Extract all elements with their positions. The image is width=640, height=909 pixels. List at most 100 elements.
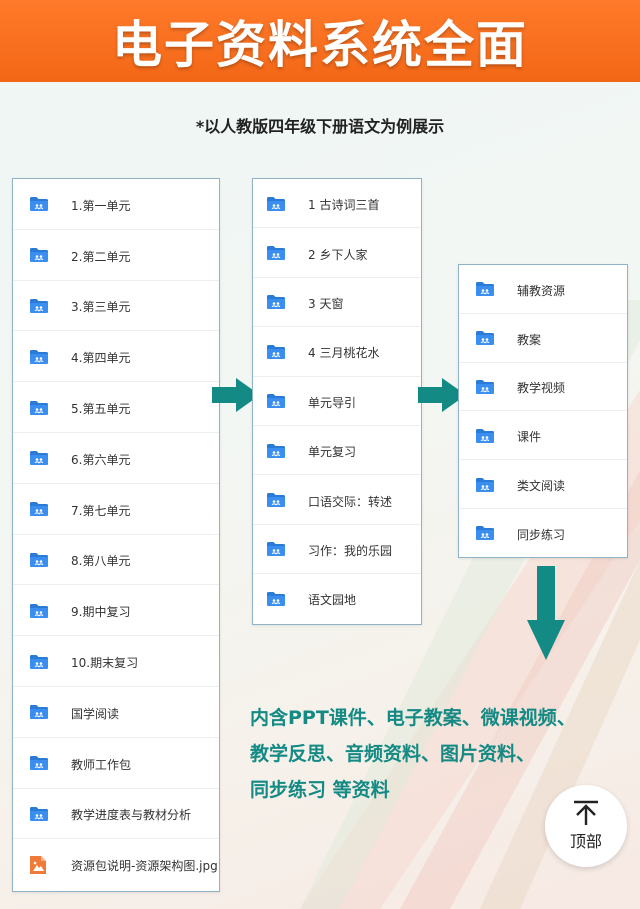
folder-icon <box>475 428 495 444</box>
folder-item-label: 习作：我的乐园 <box>308 543 393 558</box>
folder-icon <box>266 196 286 212</box>
folder-list-item[interactable]: 国学阅读 <box>13 687 219 738</box>
folder-list-item[interactable]: 1.第一单元 <box>13 179 219 230</box>
folder-list-item[interactable]: 2.第二单元 <box>13 230 219 281</box>
folder-list-item[interactable]: 1 古诗词三首 <box>253 179 421 229</box>
folder-icon <box>266 393 286 409</box>
folder-icon <box>29 247 49 263</box>
folder-icon <box>29 349 49 365</box>
folder-item-label: 3 天窗 <box>308 296 344 311</box>
folder-item-label: 同步练习 <box>517 527 566 542</box>
folder-item-label: 4.第四单元 <box>71 351 131 366</box>
folder-item-label: 1 古诗词三首 <box>308 198 380 213</box>
folder-icon <box>266 245 286 261</box>
folder-icon <box>29 400 49 416</box>
folder-item-label: 资源包说明-资源架构图.jpg <box>71 859 218 874</box>
folder-list-item[interactable]: 课件 <box>459 411 627 461</box>
folder-icon <box>266 344 286 360</box>
folder-icon <box>475 525 495 541</box>
folder-list-item[interactable]: 6.第六单元 <box>13 433 219 484</box>
folder-icon <box>29 704 49 720</box>
folder-list-item[interactable]: 习作：我的乐园 <box>253 525 421 575</box>
folder-icon <box>29 603 49 619</box>
folder-item-label: 1.第一单元 <box>71 198 131 213</box>
folder-icon <box>475 330 495 346</box>
folder-item-label: 口语交际：转述 <box>308 494 393 509</box>
folder-item-label: 7.第七单元 <box>71 503 131 518</box>
folder-icon <box>29 501 49 517</box>
arrow-up-icon <box>574 800 598 825</box>
unit-folder-panel: 1.第一单元 2.第二单元 3.第三单元 4.第四单元 5.第五单元 6.第六单元 7.第七… <box>12 178 220 892</box>
folder-list-item[interactable]: 同步练习 <box>459 509 627 558</box>
image-file-icon <box>29 855 49 874</box>
folder-icon <box>475 379 495 395</box>
folder-item-label: 2.第二单元 <box>71 249 131 264</box>
folder-list-item[interactable]: 单元复习 <box>253 426 421 476</box>
summary-line-3: 同步练习 等资料 <box>250 779 390 801</box>
folder-icon <box>29 450 49 466</box>
folder-item-label: 5.第五单元 <box>71 402 131 417</box>
folder-item-label: 教学视频 <box>517 381 566 396</box>
folder-icon <box>29 654 49 670</box>
lesson-folder-panel: 1 古诗词三首 2 乡下人家 3 天窗 4 三月桃花水单元导引单元复习口语交际：转述习… <box>252 178 422 625</box>
folder-icon <box>266 443 286 459</box>
folder-list-item[interactable]: 3.第三单元 <box>13 281 219 332</box>
folder-icon <box>29 552 49 568</box>
folder-list-item[interactable]: 3 天窗 <box>253 278 421 328</box>
folder-icon <box>29 806 49 822</box>
right-arrow-icon <box>212 378 260 412</box>
folder-icon <box>475 477 495 493</box>
folder-item-label: 类文阅读 <box>517 479 566 494</box>
folder-list-item[interactable]: 口语交际：转述 <box>253 475 421 525</box>
back-to-top-button[interactable]: 顶部 <box>545 785 627 867</box>
folder-item-label: 国学阅读 <box>71 706 120 721</box>
folder-list-item[interactable]: 5.第五单元 <box>13 382 219 433</box>
folder-item-label: 语文园地 <box>308 593 357 608</box>
folder-list-item[interactable]: 教学视频 <box>459 363 627 412</box>
folder-item-label: 2 乡下人家 <box>308 247 368 262</box>
folder-list-item[interactable]: 辅教资源 <box>459 265 627 314</box>
folder-list-item[interactable]: 教师工作包 <box>13 738 219 789</box>
folder-item-label: 单元导引 <box>308 395 357 410</box>
folder-item-label: 6.第六单元 <box>71 452 131 467</box>
folder-icon <box>266 591 286 607</box>
folder-icon <box>266 541 286 557</box>
folder-item-label: 10.期末复习 <box>71 656 139 671</box>
folder-list-item[interactable]: 10.期末复习 <box>13 636 219 687</box>
folder-icon <box>475 281 495 297</box>
folder-item-label: 4 三月桃花水 <box>308 346 380 361</box>
folder-list-item[interactable]: 类文阅读 <box>459 460 627 509</box>
down-arrow-icon <box>527 566 565 660</box>
folder-item-label: 教学进度表与教材分析 <box>71 808 192 823</box>
summary-line-1: 内含PPT课件、电子教案、微课视频、 <box>250 707 576 729</box>
right-arrow-icon <box>418 378 466 412</box>
folder-list-item[interactable]: 教案 <box>459 314 627 363</box>
folder-item-label: 辅教资源 <box>517 283 566 298</box>
summary-line-2: 教学反思、音频资料、图片资料、 <box>250 743 536 765</box>
folder-list-item[interactable]: 9.期中复习 <box>13 585 219 637</box>
folder-item-label: 教师工作包 <box>71 757 132 772</box>
example-note: *以人教版四年级下册语文为例展示 <box>195 117 445 136</box>
folder-item-label: 3.第三单元 <box>71 300 131 315</box>
folder-list-item[interactable]: 2 乡下人家 <box>253 228 421 278</box>
back-to-top-label: 顶部 <box>569 832 602 851</box>
folder-icon <box>266 294 286 310</box>
folder-list-item[interactable]: 语文园地 <box>253 574 421 623</box>
resource-summary: 内含PPT课件、电子教案、微课视频、 教学反思、音频资料、图片资料、 同步练习 … <box>250 700 640 808</box>
folder-item-label: 教案 <box>517 332 542 347</box>
folder-icon <box>29 298 49 314</box>
folder-list-item[interactable]: 资源包说明-资源架构图.jpg <box>13 839 219 890</box>
folder-icon <box>29 755 49 771</box>
folder-item-label: 课件 <box>517 430 542 445</box>
folder-list-item[interactable]: 单元导引 <box>253 377 421 426</box>
folder-item-label: 单元复习 <box>308 445 357 460</box>
folder-icon <box>266 492 286 508</box>
folder-list-item[interactable]: 教学进度表与教材分析 <box>13 789 219 840</box>
resource-folder-panel: 辅教资源教案教学视频课件类文阅读同步练习 <box>458 264 628 558</box>
folder-icon <box>29 196 49 212</box>
folder-list-item[interactable]: 7.第七单元 <box>13 484 219 535</box>
folder-list-item[interactable]: 4 三月桃花水 <box>253 327 421 377</box>
folder-list-item[interactable]: 4.第四单元 <box>13 331 219 383</box>
folder-item-label: 9.期中复习 <box>71 605 131 620</box>
folder-list-item[interactable]: 8.第八单元 <box>13 535 219 586</box>
